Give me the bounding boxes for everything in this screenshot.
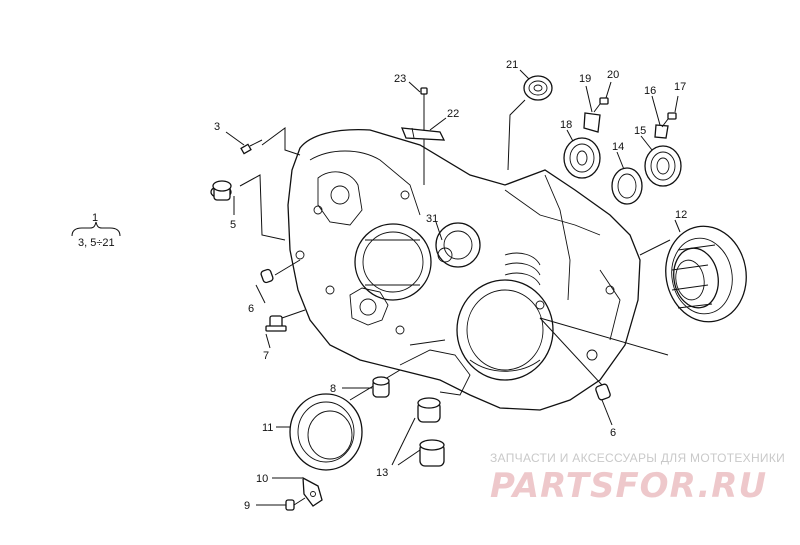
crankcase-half: [287, 129, 641, 411]
plug-7: [265, 315, 287, 332]
screw-17: [661, 112, 677, 128]
callout-19: 19: [579, 73, 591, 85]
screw-23: [420, 87, 428, 95]
bracket-10: [302, 476, 323, 507]
callout-22: 22: [447, 108, 459, 120]
screw-9: [285, 497, 306, 511]
callout-12: 12: [675, 209, 687, 221]
callout-14: 14: [612, 141, 624, 153]
callout-11: 11: [262, 422, 273, 434]
bushing-13-lower: [419, 439, 445, 467]
ball-bearing-15: [644, 145, 682, 187]
callout-labels: 1 3, 5÷21 3 5 6 7 8 9 10 11 12 13 14 15 …: [78, 59, 687, 512]
bushing-13-upper: [417, 397, 441, 423]
roller-bearing-12: [665, 225, 747, 323]
callout-6-lower: 6: [610, 427, 616, 439]
callout-7: 7: [263, 350, 269, 362]
screw-20: [593, 97, 609, 113]
callout-5: 5: [230, 219, 236, 231]
dowel-pin-6-lower: [595, 383, 611, 401]
callout-18: 18: [560, 119, 572, 131]
oil-seal-11: [289, 393, 363, 471]
watermark-brand: PARTSFOR.RU: [490, 466, 767, 506]
callout-16: 16: [644, 85, 656, 97]
callout-21: 21: [506, 59, 518, 71]
bolt-3: [240, 139, 263, 155]
callout-10: 10: [256, 473, 268, 485]
retainer-plate-16: [654, 124, 669, 139]
callout-6-upper: 6: [248, 303, 254, 315]
bushing-5: [210, 180, 232, 201]
bushing-8: [372, 376, 390, 398]
callout-1: 1: [92, 212, 98, 224]
callout-15: 15: [634, 125, 646, 137]
ball-bearing-21: [523, 75, 553, 101]
callout-23: 23: [394, 73, 406, 85]
callout-20: 20: [607, 69, 619, 81]
callout-17: 17: [674, 81, 686, 93]
callout-13: 13: [376, 467, 388, 479]
callout-1-range: 3, 5÷21: [78, 237, 115, 249]
retainer-plate-19: [583, 112, 601, 133]
callout-31: 31: [426, 213, 438, 225]
clip-22: [400, 127, 446, 141]
callout-9: 9: [244, 500, 250, 512]
ball-bearing-18: [563, 137, 601, 179]
watermark-subtitle: ЗАПЧАСТИ И АКСЕССУАРЫ ДЛЯ МОТОТЕХНИКИ: [490, 451, 785, 465]
callout-8: 8: [330, 383, 336, 395]
oil-seal-14: [611, 167, 643, 205]
dowel-pin-6-upper: [260, 268, 274, 284]
watermark: ЗАПЧАСТИ И АКСЕССУАРЫ ДЛЯ МОТОТЕХНИКИ PA…: [490, 451, 785, 506]
small-parts: [210, 75, 747, 511]
callout-3: 3: [214, 121, 220, 133]
